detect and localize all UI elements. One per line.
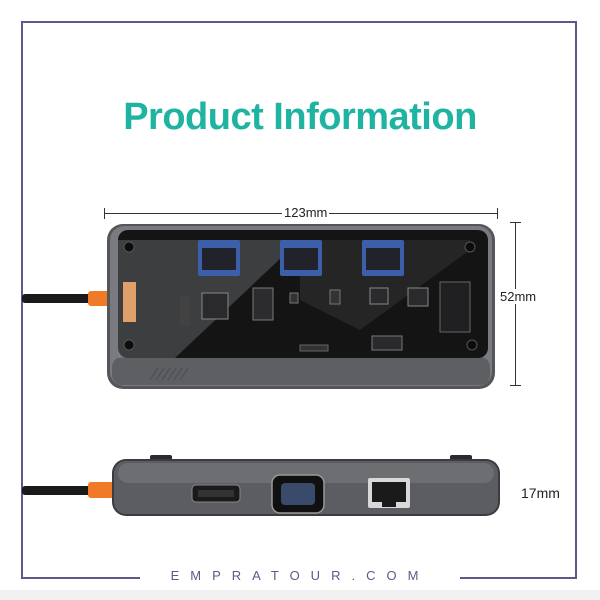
footer-brand: EMPRATOUR.COM [170,568,430,583]
bottom-band [0,590,600,600]
page-title: Product Information [123,96,477,138]
width-dimension-tick-left [104,208,105,219]
depth-dimension-label: 17mm [521,485,560,501]
footer-brand-background [140,570,460,586]
height-dimension-tick-top [510,222,521,223]
height-dimension-tick-bottom [510,385,521,386]
width-dimension-tick-right [497,208,498,219]
height-dimension-line [515,222,516,386]
height-dimension-label: 52mm [500,289,537,304]
width-dimension-label: 123mm [282,205,330,220]
